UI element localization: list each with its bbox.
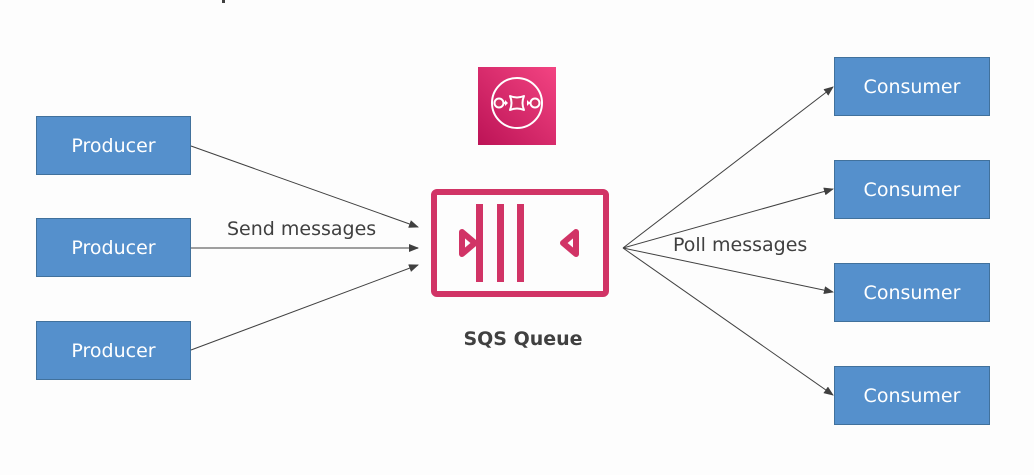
edge-producer-3-to-queue [190,264,419,351]
edge-producer-1-to-queue [190,145,419,228]
producer-box-3: Producer [36,321,191,380]
consumer-label: Consumer [863,281,961,304]
sqs-queue-label: SQS Queue [463,328,583,350]
poll-messages-label: Poll messages [673,234,808,256]
amazon-sqs-icon [478,67,556,145]
sqs-queue-icon [431,189,609,297]
edge-queue-to-consumer-1 [622,86,834,249]
producer-box-1: Producer [36,116,191,175]
consumer-label: Consumer [863,75,961,98]
consumer-box-4: Consumer [834,366,990,425]
consumer-label: Consumer [863,384,961,407]
send-messages-label: Send messages [227,218,377,240]
producer-label: Producer [71,134,156,157]
edge-queue-to-consumer-4 [622,247,834,396]
producer-box-2: Producer [36,218,191,277]
edge-queue-to-consumer-3 [622,247,834,295]
producer-label: Producer [71,236,156,259]
consumer-box-1: Consumer [834,57,990,116]
consumer-box-2: Consumer [834,160,990,219]
consumer-box-3: Consumer [834,263,990,322]
consumer-label: Consumer [863,178,961,201]
cropped-title-fragment [222,0,225,3]
edge-queue-to-consumer-2 [622,187,834,249]
producer-label: Producer [71,339,156,362]
